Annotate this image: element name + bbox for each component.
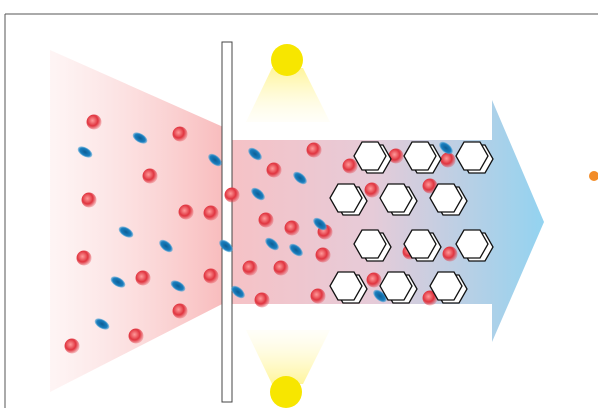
blue-particle <box>439 141 453 155</box>
blue-particle <box>170 280 186 292</box>
flow-arrow <box>232 100 544 342</box>
top-lamp <box>246 44 330 122</box>
blue-particle <box>248 147 262 161</box>
blue-particle <box>293 171 307 185</box>
red-particle <box>364 182 380 198</box>
red-particle <box>76 250 92 266</box>
red-particle <box>315 247 331 263</box>
red-particle <box>86 114 102 130</box>
red-particle <box>203 205 219 221</box>
red-particle <box>310 288 326 304</box>
red-particle <box>81 192 97 208</box>
red-particle <box>178 204 194 220</box>
red-particle <box>254 292 270 308</box>
bottom-lamp <box>246 330 330 408</box>
blue-particle <box>159 239 173 253</box>
red-particle <box>366 272 382 288</box>
blue-particle <box>251 187 265 201</box>
bottom-lamp-glow <box>246 330 330 384</box>
particle-layer <box>64 114 458 354</box>
red-particle <box>273 260 289 276</box>
red-particle <box>284 220 300 236</box>
red-particle <box>422 290 438 306</box>
blue-particle <box>77 146 93 158</box>
orange-dot <box>589 171 598 181</box>
blue-particle <box>208 153 222 167</box>
red-particle <box>440 152 456 168</box>
blue-particle <box>132 132 148 144</box>
red-particle <box>135 270 151 286</box>
red-particle <box>306 142 322 158</box>
sun-lamp-icon <box>270 376 302 408</box>
blue-particle <box>219 239 233 253</box>
blue-particle <box>118 226 134 238</box>
red-particle <box>258 212 274 228</box>
red-particle <box>142 168 158 184</box>
red-particle <box>242 260 258 276</box>
red-particle <box>172 303 188 319</box>
red-particle <box>266 162 282 178</box>
blue-particle <box>94 318 110 330</box>
blue-particle <box>373 289 387 303</box>
blue-particle <box>110 276 126 288</box>
red-particle <box>388 148 404 164</box>
blue-particle <box>313 217 327 231</box>
red-particle <box>422 178 438 194</box>
top-lamp-glow <box>246 68 330 122</box>
red-particle <box>128 328 144 344</box>
blue-particle <box>231 285 245 299</box>
red-particle <box>442 246 458 262</box>
red-particle <box>172 126 188 142</box>
red-particle <box>203 268 219 284</box>
red-particle <box>224 187 240 203</box>
membrane-plate <box>221 41 233 403</box>
red-particle <box>64 338 80 354</box>
sun-lamp-icon <box>271 44 303 76</box>
red-particle <box>342 158 358 174</box>
blue-particle <box>289 243 303 257</box>
blue-particle <box>265 237 279 251</box>
